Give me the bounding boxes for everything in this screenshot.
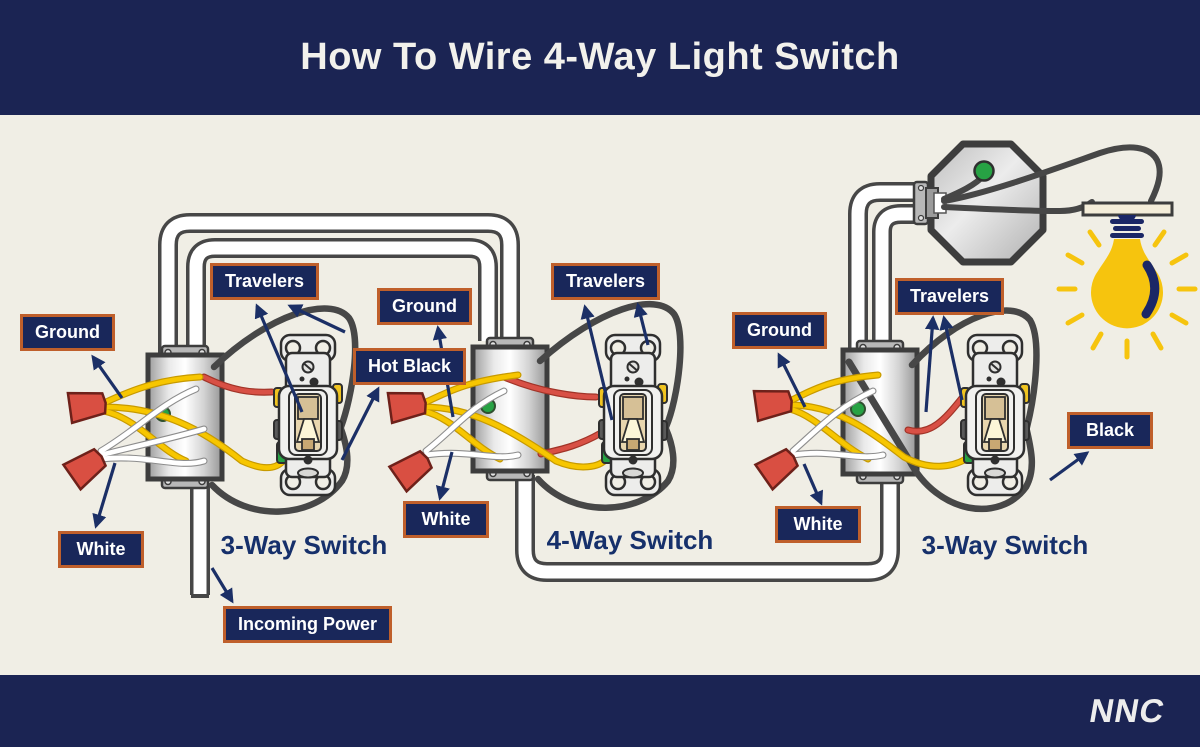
- yellow-wires: [100, 371, 970, 472]
- wire-nut-icon: [386, 386, 429, 425]
- label-travelers-right: Travelers: [895, 278, 1005, 315]
- label-white-right: White: [775, 506, 861, 543]
- label-ground-right: Ground: [732, 312, 827, 349]
- brand-logo: NNC: [1086, 692, 1168, 729]
- fixture-wire-1: [941, 144, 1163, 204]
- conduit-box2-to-box3: [515, 475, 900, 582]
- three-way-switch-1: [272, 333, 344, 497]
- label-white-middle: White: [403, 501, 489, 538]
- label-hot-black: Hot Black: [353, 348, 467, 385]
- diagram-area: Ground Travelers Hot Black Ground Travel…: [0, 115, 1200, 675]
- ceiling-ground-screw: [973, 160, 995, 182]
- light-fixture: [1081, 201, 1174, 238]
- caption-switch-3: 3-Way Switch: [921, 530, 1089, 560]
- label-white-left: White: [58, 531, 144, 568]
- label-incoming-power: Incoming Power: [223, 606, 393, 643]
- caption-switch-1: 3-Way Switch: [220, 530, 388, 560]
- wiring-diagram-svg: [62, 140, 1198, 604]
- page-title: How To Wire 4-Way Light Switch: [300, 36, 900, 78]
- conduit-box3-to-ceiling-box: [848, 182, 918, 352]
- label-ground-middle: Ground: [377, 288, 472, 325]
- conduit-box1-to-box2: [158, 213, 520, 355]
- ceiling-box: [912, 140, 1163, 266]
- caption-switch-2: 4-Way Switch: [546, 525, 714, 555]
- light-bulb-icon: [1056, 229, 1198, 360]
- three-way-switch-2: [959, 333, 1031, 497]
- footer-bar: NNC: [0, 675, 1200, 747]
- conduit-incoming-power: [190, 483, 210, 598]
- wire-nut-icon: [66, 386, 109, 425]
- white-wires: [97, 385, 887, 467]
- label-ground-left: Ground: [20, 314, 115, 351]
- wire-nut-icon: [752, 384, 795, 423]
- label-black: Black: [1067, 412, 1153, 449]
- header-bar: How To Wire 4-Way Light Switch: [0, 0, 1200, 115]
- label-travelers-left: Travelers: [210, 263, 320, 300]
- label-travelers-middle: Travelers: [551, 263, 661, 300]
- annotation-arrows: [91, 302, 1090, 604]
